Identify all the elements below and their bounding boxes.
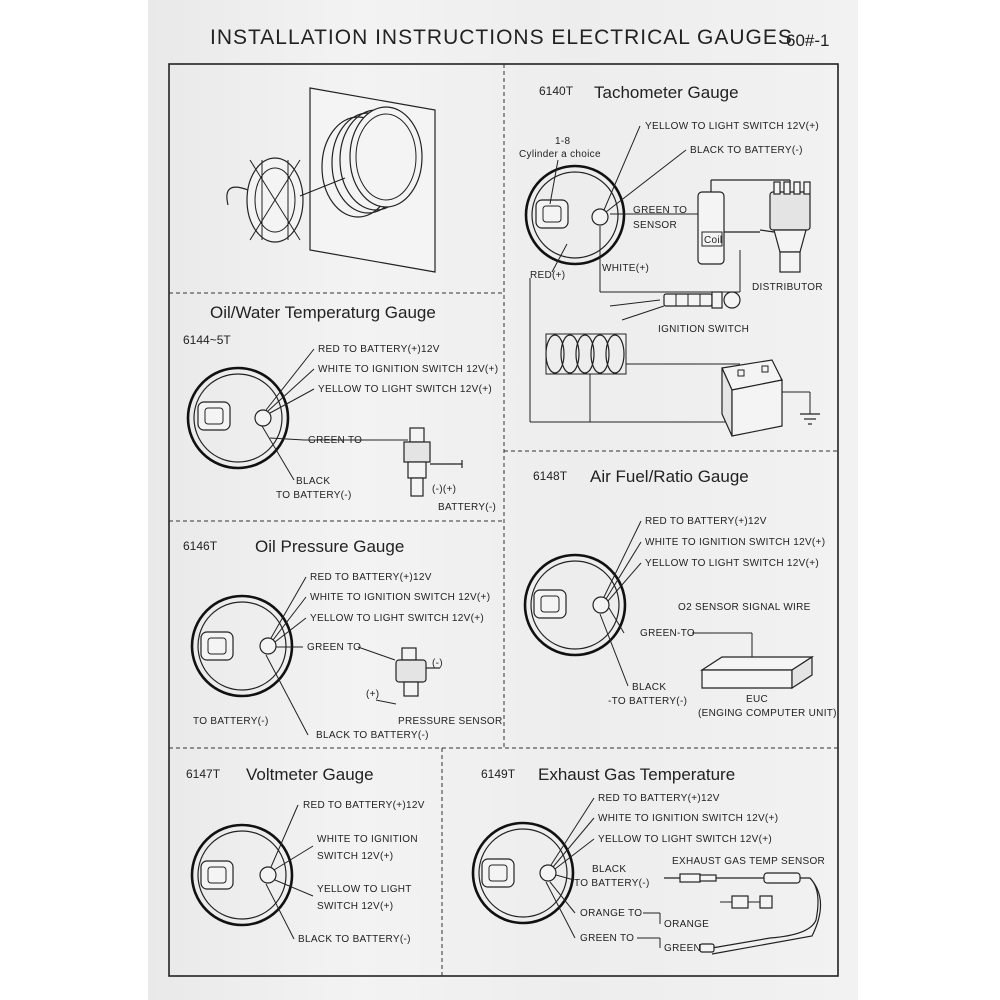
voltmeter-code: 6147T bbox=[186, 767, 221, 781]
ignition-switch-icon bbox=[663, 291, 741, 309]
oil-water-section: Oil/Water Temperaturg Gauge 6144~5T RED … bbox=[183, 303, 498, 513]
air-fuel-section: 6148T Air Fuel/Ratio Gauge RED TO BATTER… bbox=[523, 467, 837, 719]
exhaust-title: Exhaust Gas Temperature bbox=[538, 765, 735, 784]
oil-pressure-code: 6146T bbox=[183, 539, 218, 553]
sheet-title: INSTALLATION INSTRUCTIONS ELECTRICAL GAU… bbox=[210, 26, 793, 49]
op-white-label: WHITE TO IGNITION SWITCH 12V(+) bbox=[310, 592, 490, 603]
af-green-label: GREEN-TO bbox=[640, 628, 695, 639]
eg-orange-label: ORANGE bbox=[664, 919, 709, 930]
tach-green-label: GREEN TO bbox=[633, 205, 687, 216]
air-fuel-gauge-icon bbox=[523, 553, 627, 657]
af-to-battery-label: -TO BATTERY(-) bbox=[608, 696, 687, 707]
ow-polarity-label: (-)(+) bbox=[432, 484, 456, 495]
oil-pressure-title: Oil Pressure Gauge bbox=[255, 537, 404, 556]
op-plus-label: (+) bbox=[366, 689, 379, 700]
vm-white-label: WHITE TO IGNITION bbox=[317, 834, 418, 845]
af-yellow-label: YELLOW TO LIGHT SWITCH 12V(+) bbox=[645, 558, 819, 569]
af-white-label: WHITE TO IGNITION SWITCH 12V(+) bbox=[645, 537, 825, 548]
air-fuel-title: Air Fuel/Ratio Gauge bbox=[590, 467, 749, 486]
tach-red-label: RED(+) bbox=[530, 270, 565, 281]
ow-yellow-label: YELLOW TO LIGHT SWITCH 12V(+) bbox=[318, 384, 492, 395]
ow-white-label: WHITE TO IGNITION SWITCH 12V(+) bbox=[318, 364, 498, 375]
oil-water-code: 6144~5T bbox=[183, 333, 231, 347]
cylinder-label: 1-8 bbox=[555, 136, 570, 147]
vm-yellow-label: YELLOW TO LIGHT bbox=[317, 884, 412, 895]
eg-green-to-label: GREEN TO bbox=[580, 933, 634, 944]
battery-bus-icon bbox=[545, 333, 627, 375]
eg-red-label: RED TO BATTERY(+)12V bbox=[598, 793, 720, 804]
eg-green-label: GREEN bbox=[664, 943, 701, 954]
eg-orange-to-label: ORANGE TO bbox=[580, 908, 642, 919]
euc-full-label: (ENGING COMPUTER UNIT) bbox=[698, 708, 837, 719]
mounting-illustration bbox=[226, 87, 436, 273]
temp-sensor-icon bbox=[403, 427, 463, 497]
eg-to-battery-label: TO BATTERY(-) bbox=[574, 878, 650, 889]
voltmeter-gauge-icon bbox=[190, 823, 294, 927]
exhaust-code: 6149T bbox=[481, 767, 516, 781]
oil-water-title: Oil/Water Temperaturg Gauge bbox=[210, 303, 436, 322]
voltmeter-section: 6147T Voltmeter Gauge RED TO BATTERY(+)1… bbox=[186, 765, 425, 945]
op-red-label: RED TO BATTERY(+)12V bbox=[310, 572, 432, 583]
exhaust-gauge-icon bbox=[471, 821, 575, 925]
distributor-label: DISTRIBUTOR bbox=[752, 282, 823, 293]
page-code: 60#-1 bbox=[786, 31, 829, 50]
tach-white-label: WHITE(+) bbox=[602, 263, 649, 274]
eg-white-label: WHITE TO IGNITION SWITCH 12V(+) bbox=[598, 813, 778, 824]
euc-label: EUC bbox=[746, 694, 768, 705]
pressure-sensor-label: PRESSURE SENSOR bbox=[398, 716, 503, 727]
exhaust-sensor-label: EXHAUST GAS TEMP SENSOR bbox=[672, 856, 825, 867]
o2-sensor-label: O2 SENSOR SIGNAL WIRE bbox=[678, 602, 811, 613]
op-minus-label: (-) bbox=[432, 658, 443, 669]
ow-black-label: BLACK bbox=[296, 476, 330, 487]
ignition-coil-icon bbox=[697, 191, 725, 265]
op-to-battery-label: TO BATTERY(-) bbox=[193, 716, 269, 727]
eg-yellow-label: YELLOW TO LIGHT SWITCH 12V(+) bbox=[598, 834, 772, 845]
euc-box-icon bbox=[699, 655, 815, 690]
air-fuel-code: 6148T bbox=[533, 469, 568, 483]
op-green-label: GREEN TO bbox=[307, 642, 361, 653]
tachometer-title: Tachometer Gauge bbox=[594, 83, 739, 102]
eg-black-label: BLACK bbox=[592, 864, 626, 875]
exhaust-section: 6149T Exhaust Gas Temperature RED TO BAT… bbox=[471, 765, 825, 955]
oil-pressure-section: 6146T Oil Pressure Gauge RED TO BATTERY(… bbox=[183, 537, 503, 741]
tachometer-code: 6140T bbox=[539, 84, 574, 98]
af-black-label: BLACK bbox=[632, 682, 666, 693]
ow-battery-label: BATTERY(-) bbox=[438, 502, 496, 513]
af-red-label: RED TO BATTERY(+)12V bbox=[645, 516, 767, 527]
vm-red-label: RED TO BATTERY(+)12V bbox=[303, 800, 425, 811]
oil-water-gauge-icon bbox=[186, 366, 290, 470]
vm-yellow-switch-label: SWITCH 12V(+) bbox=[317, 901, 393, 912]
ignition-switch-label: IGNITION SWITCH bbox=[658, 324, 749, 335]
op-black-label: BLACK TO BATTERY(-) bbox=[316, 730, 429, 741]
cylinder-choice-label: Cylinder a choice bbox=[519, 149, 601, 160]
car-battery-icon bbox=[721, 359, 783, 437]
exhaust-temp-sensor-icon bbox=[664, 872, 822, 955]
voltmeter-title: Voltmeter Gauge bbox=[246, 765, 374, 784]
ow-to-battery-label: TO BATTERY(-) bbox=[276, 490, 352, 501]
op-yellow-label: YELLOW TO LIGHT SWITCH 12V(+) bbox=[310, 613, 484, 624]
tach-sensor-label: SENSOR bbox=[633, 220, 677, 231]
tachometer-section: 6140T Tachometer Gauge 1-8 Cylinder a ch… bbox=[519, 83, 823, 437]
coil-label: Coil bbox=[704, 235, 722, 246]
vm-white-switch-label: SWITCH 12V(+) bbox=[317, 851, 393, 862]
pressure-sensor-icon bbox=[395, 647, 440, 697]
tach-yellow-label: YELLOW TO LIGHT SWITCH 12V(+) bbox=[645, 121, 819, 132]
ow-red-label: RED TO BATTERY(+)12V bbox=[318, 344, 440, 355]
tachometer-gauge-icon bbox=[524, 164, 626, 266]
oil-pressure-gauge-icon bbox=[190, 594, 294, 698]
distributor-icon bbox=[759, 181, 811, 273]
tach-black-label: BLACK TO BATTERY(-) bbox=[690, 145, 803, 156]
vm-black-label: BLACK TO BATTERY(-) bbox=[298, 934, 411, 945]
